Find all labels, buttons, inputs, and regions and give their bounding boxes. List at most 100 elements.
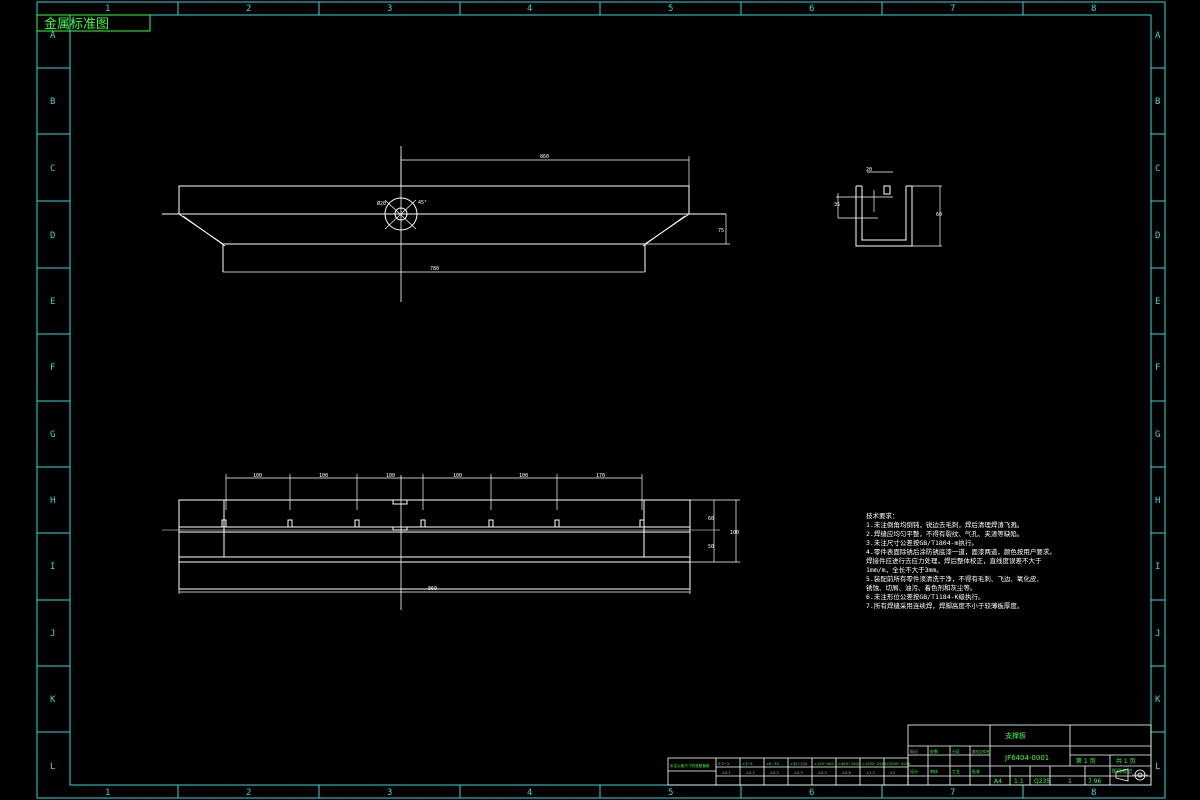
row-label: C bbox=[50, 164, 55, 174]
row-label: G bbox=[50, 430, 55, 440]
col-label: 6 bbox=[809, 4, 814, 14]
note-line: 3.未注尺寸公差按GB/T1804-m执行。 bbox=[866, 538, 978, 547]
weight-value: 7.96 bbox=[1088, 778, 1102, 785]
tol-value: ±1.2 bbox=[866, 771, 875, 775]
zone-labels: 1 2 3 4 5 6 7 8 1 2 3 4 5 6 7 8 A B C D … bbox=[50, 4, 1161, 798]
row-label: J bbox=[50, 629, 55, 639]
tol-header: >1000~2000 bbox=[862, 762, 887, 766]
tb-row-label: 更改文件号 bbox=[972, 749, 990, 754]
row-label: B bbox=[1155, 97, 1160, 107]
tol-value: ±0.5 bbox=[818, 771, 827, 775]
col-label: 1 bbox=[105, 4, 110, 14]
front-view-dims: 860 780 75 Ø20 45° bbox=[377, 154, 724, 272]
title-block bbox=[907, 724, 1152, 786]
tb-col-label: 审核 bbox=[930, 768, 938, 774]
row-label: H bbox=[50, 496, 55, 506]
tol-value: ±0.8 bbox=[842, 771, 851, 775]
tol-value: ±2 bbox=[890, 771, 895, 775]
size-value: A4 bbox=[994, 778, 1002, 785]
col-label: 1 bbox=[105, 788, 110, 798]
sheet-of: 第 1 页 bbox=[1076, 757, 1096, 765]
dim-overall: 860 bbox=[428, 586, 437, 592]
dim-seg: 100 bbox=[319, 473, 328, 479]
note-line: 6.未注形位公差按GB/T1184-K级执行。 bbox=[866, 592, 984, 601]
tol-value: ±0.1 bbox=[746, 771, 755, 775]
section-view bbox=[836, 171, 942, 247]
col-label: 2 bbox=[246, 788, 251, 798]
row-label: D bbox=[50, 231, 55, 241]
col-label: 7 bbox=[950, 4, 955, 14]
note-line: 锈蚀、切屑、油污、着色剂和灰尘等。 bbox=[866, 583, 977, 592]
dim-section-height: 60 bbox=[936, 212, 942, 218]
tb-row-label: 处数 bbox=[930, 748, 938, 754]
scale-value: 1:1 bbox=[1014, 778, 1024, 785]
tech-notes: 技术要求： 1.未注倒角均倒钝，锐边去毛刺，焊后清理焊渣飞溅。 2.焊缝应均匀平… bbox=[866, 511, 1056, 610]
row-label: L bbox=[1155, 762, 1160, 772]
col-label: 7 bbox=[950, 788, 955, 798]
dim-seg: 100 bbox=[253, 473, 262, 479]
tol-value: ±0.2 bbox=[770, 771, 779, 775]
dim-seg: 170 bbox=[596, 473, 605, 479]
tol-header: 0.5~3 bbox=[718, 762, 729, 766]
material-value: Q235 bbox=[1034, 778, 1050, 785]
sheet-border bbox=[36, 1, 1166, 799]
dim-front-side: 75 bbox=[718, 228, 724, 234]
tb-col-label: 批准 bbox=[972, 768, 980, 774]
dim-h1: 60 bbox=[708, 516, 714, 522]
tb-col-label: 工艺 bbox=[952, 769, 960, 774]
note-line: 4.零件表面除锈后涂防锈底漆一道，面漆两道，颜色按用户要求。 bbox=[866, 547, 1056, 556]
row-label: J bbox=[1155, 629, 1160, 639]
tol-header: >3~6 bbox=[742, 762, 753, 766]
row-label: I bbox=[1155, 562, 1160, 572]
col-label: 3 bbox=[387, 788, 392, 798]
tb-col-label: 设计 bbox=[910, 768, 918, 774]
note-line: 1mm/m，全长不大于3mm。 bbox=[866, 565, 943, 574]
notes-heading: 技术要求： bbox=[866, 511, 899, 520]
section-view-dims: 20 35 60 bbox=[834, 167, 942, 218]
tol-header: >6~30 bbox=[766, 762, 780, 766]
row-label: C bbox=[1155, 164, 1160, 174]
col-label: 4 bbox=[527, 788, 532, 798]
row-label: F bbox=[1155, 363, 1160, 373]
row-label: F bbox=[50, 363, 55, 373]
row-label: D bbox=[1155, 231, 1160, 241]
row-label: E bbox=[1155, 297, 1160, 307]
row-label: I bbox=[50, 562, 55, 572]
note-line: 2.焊缝应均匀平整，不得有裂纹、气孔、夹渣等缺陷。 bbox=[866, 529, 1023, 538]
dim-section-flange: 20 bbox=[866, 167, 872, 173]
row-label: A bbox=[50, 31, 56, 41]
tolerance-table-text: 未注公差尺寸的极限偏差 0.5~3 >3~6 >6~30 >30~120 >12… bbox=[670, 762, 911, 775]
title-block-text: 支撑板 JF6404-0001 第 1 页 共 1 页 阶段标记 A4 1:1 … bbox=[910, 731, 1136, 785]
qty-value: 1 bbox=[1068, 778, 1072, 785]
stage-label: 阶段标记 bbox=[1112, 768, 1132, 775]
note-line: 5.装配前所有零件须清洗干净，不得有毛刺、飞边、氧化皮、 bbox=[866, 574, 1043, 583]
dim-front-top: 860 bbox=[540, 154, 549, 160]
tol-header: >120~400 bbox=[814, 762, 834, 766]
tol-value: ±0.1 bbox=[722, 771, 731, 775]
row-label: B bbox=[50, 97, 55, 107]
tb-row-label: 标记 bbox=[910, 748, 918, 754]
tol-value: ±0.3 bbox=[794, 771, 803, 775]
row-label: H bbox=[1155, 496, 1160, 506]
note-line: 7.所有焊缝采用连续焊，焊脚高度不小于较薄板厚度。 bbox=[866, 601, 1023, 610]
projection-symbol-icon bbox=[1115, 768, 1148, 782]
tb-row-label: 分区 bbox=[952, 748, 960, 754]
dim-seg: 100 bbox=[519, 473, 528, 479]
front-view bbox=[162, 146, 730, 302]
dim-total-h: 100 bbox=[730, 530, 739, 536]
drawing-no: JF6404-0001 bbox=[1004, 754, 1049, 762]
dim-section-inner: 35 bbox=[834, 202, 840, 208]
tol-header: >30~120 bbox=[790, 762, 808, 766]
dim-front-bottom: 780 bbox=[430, 266, 439, 272]
col-label: 8 bbox=[1091, 4, 1096, 14]
dim-hole-dia: Ø20 bbox=[377, 200, 386, 207]
row-label: K bbox=[1155, 695, 1161, 705]
tol-title: 未注公差尺寸的极限偏差 bbox=[670, 763, 710, 768]
part-name: 支撑板 bbox=[1005, 731, 1026, 740]
tol-header: >400~1000 bbox=[838, 762, 861, 766]
note-line: 1.未注倒角均倒钝，锐边去毛刺，焊后清理焊渣飞溅。 bbox=[866, 520, 1023, 529]
tol-header: >2000~4000 bbox=[886, 762, 911, 766]
note-line: 焊接件应进行去应力处理，焊后整体校正，直线度误差不大于 bbox=[866, 556, 1042, 565]
dim-hole-angle: 45° bbox=[418, 200, 427, 206]
